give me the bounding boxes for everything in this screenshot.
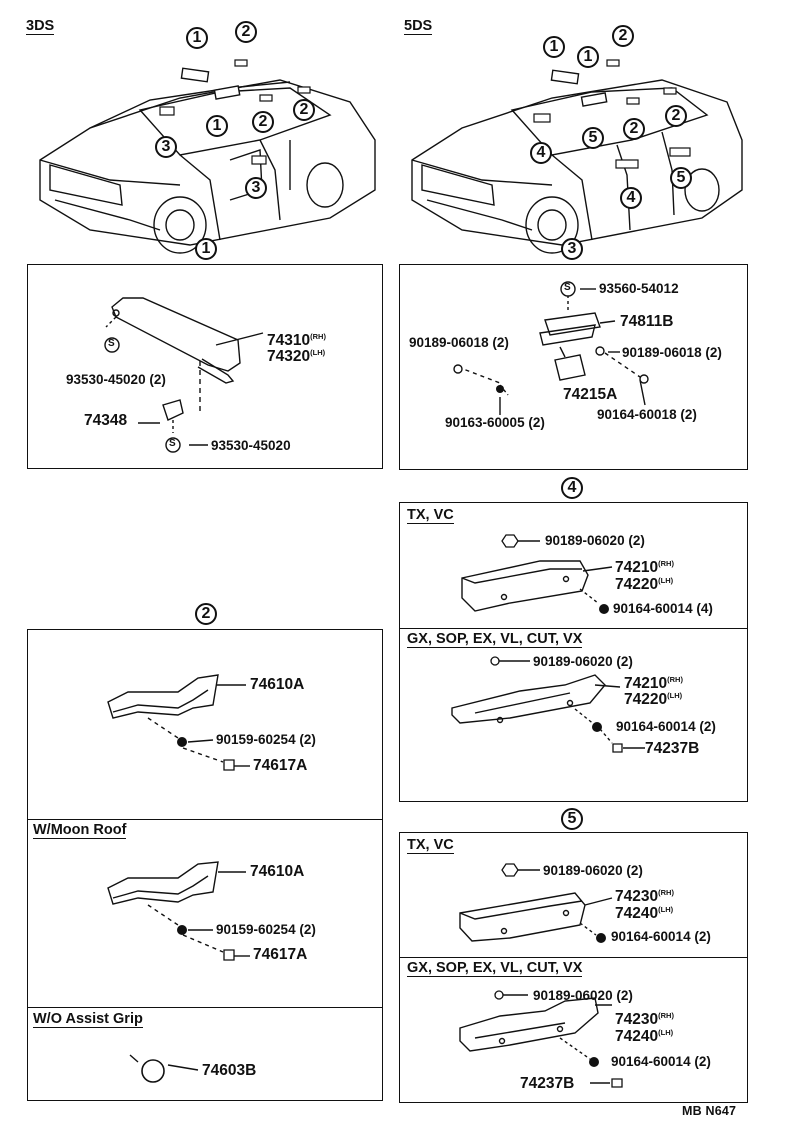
part-number-nut: 90189-06018 (2) bbox=[409, 335, 509, 350]
callout-1: 1 bbox=[186, 27, 208, 49]
callout-2: 2 bbox=[235, 21, 257, 43]
callout-3: 3 bbox=[155, 136, 177, 158]
callout-4: 4 bbox=[620, 187, 642, 209]
variant-label: TX, VC bbox=[407, 837, 454, 854]
callout-1: 1 bbox=[577, 46, 599, 68]
divider bbox=[28, 1007, 382, 1008]
car-5ds-illustration bbox=[411, 59, 743, 254]
group-key-5: 5 bbox=[561, 808, 583, 830]
part-number-armrest-lh: 74240(LH) bbox=[615, 1028, 674, 1045]
part-number-cover: 74617A bbox=[253, 757, 308, 774]
part-number-plug: 74603B bbox=[202, 1062, 257, 1079]
diagram-code: MB N647 bbox=[682, 1104, 737, 1118]
part-number-screw: 93530-45020 bbox=[211, 438, 291, 453]
s-mark: S bbox=[564, 282, 571, 293]
part-number-nut: 90189-06020 (2) bbox=[545, 533, 645, 548]
callout-2: 2 bbox=[293, 99, 315, 121]
group-4-panel: TX, VC GX, SOP, EX, VL, CUT, VX 90189-06 bbox=[399, 502, 748, 802]
callout-1: 1 bbox=[543, 36, 565, 58]
part-number-screw: 90164-60014 (2) bbox=[616, 719, 716, 734]
part-number-bolt: 90163-60005 (2) bbox=[445, 415, 545, 430]
part-number-sunvisor-rh: 74310(RH) bbox=[267, 332, 326, 349]
s-mark: S bbox=[108, 338, 115, 349]
part-number-armrest-rh: 74210(RH) bbox=[624, 675, 683, 692]
model-label-3ds: 3DS bbox=[26, 18, 55, 35]
part-number-assist-grip: 74610A bbox=[250, 863, 305, 880]
armrest-drawing bbox=[451, 534, 645, 753]
group-2-panel: W/Moon Roof W/O Assist Grip 74610A 901 bbox=[27, 629, 383, 1101]
part-number-bracket: 74215A bbox=[563, 386, 618, 403]
part-number-nut: 90189-06018 (2) bbox=[622, 345, 722, 360]
callout-5: 5 bbox=[670, 167, 692, 189]
divider bbox=[400, 957, 747, 958]
part-number-screw: 93530-45020 (2) bbox=[66, 372, 166, 387]
car-3ds-illustration bbox=[39, 59, 376, 254]
part-number-armrest-rh: 74210(RH) bbox=[615, 559, 674, 576]
group-key-3: 3 bbox=[561, 238, 583, 260]
part-number-cap: 74237B bbox=[520, 1075, 575, 1092]
part-number-screw: 90159-60254 (2) bbox=[216, 922, 316, 937]
part-number-armrest-lh: 74220(LH) bbox=[615, 576, 674, 593]
sunvisor-drawing bbox=[104, 297, 264, 453]
part-number-assist-grip: 74610A bbox=[250, 676, 305, 693]
part-number-screw: 90164-60014 (2) bbox=[611, 1054, 711, 1069]
part-number-screw: 93560-54012 bbox=[599, 281, 679, 296]
group-5-panel: TX, VC GX, SOP, EX, VL, CUT, VX 90189-06… bbox=[399, 832, 748, 1103]
variant-label: GX, SOP, EX, VL, CUT, VX bbox=[407, 960, 583, 977]
group-3-panel: S 93560-54012 74811B 90189-06018 (2) 901… bbox=[399, 264, 748, 470]
variant-label: W/O Assist Grip bbox=[33, 1011, 143, 1028]
callout-1: 1 bbox=[206, 115, 228, 137]
part-number-nut: 90189-06020 (2) bbox=[533, 654, 633, 669]
variant-label: TX, VC bbox=[407, 507, 454, 524]
part-number-screw: 90164-60014 (2) bbox=[611, 929, 711, 944]
part-number-cap: 74237B bbox=[645, 740, 700, 757]
part-number-armrest-rh: 74230(RH) bbox=[615, 1011, 674, 1028]
part-number-nut: 90189-06020 (2) bbox=[533, 988, 633, 1003]
divider bbox=[28, 819, 382, 820]
armrest-drawing bbox=[459, 863, 623, 1088]
part-number-room-lamp: 74811B bbox=[620, 313, 674, 330]
callout-5: 5 bbox=[582, 127, 604, 149]
model-label-5ds: 5DS bbox=[404, 18, 433, 35]
part-number-holder: 74348 bbox=[84, 412, 128, 429]
part-number-screw: 90159-60254 (2) bbox=[216, 732, 316, 747]
part-number-cover: 74617A bbox=[253, 946, 308, 963]
callout-2: 2 bbox=[623, 118, 645, 140]
group-1-panel: S S 74310(RH) 74320(LH) 93530-45020 (2) … bbox=[27, 264, 383, 469]
part-number-bolt: 90164-60018 (2) bbox=[597, 407, 697, 422]
variant-label: W/Moon Roof bbox=[33, 822, 127, 839]
s-mark: S bbox=[169, 438, 176, 449]
callout-4: 4 bbox=[530, 142, 552, 164]
part-number-nut: 90189-06020 (2) bbox=[543, 863, 643, 878]
part-number-armrest-rh: 74230(RH) bbox=[615, 888, 674, 905]
callout-3: 3 bbox=[245, 177, 267, 199]
group-key-1: 1 bbox=[195, 238, 217, 260]
callout-2: 2 bbox=[612, 25, 634, 47]
part-number-armrest-lh: 74240(LH) bbox=[615, 905, 674, 922]
callout-2: 2 bbox=[665, 105, 687, 127]
group-key-2: 2 bbox=[195, 603, 217, 625]
part-number-armrest-lh: 74220(LH) bbox=[624, 691, 683, 708]
group-key-4: 4 bbox=[561, 477, 583, 499]
assist-grip-drawing bbox=[107, 674, 250, 1083]
room-lamp-drawing bbox=[453, 281, 649, 415]
part-number-screw: 90164-60014 (4) bbox=[613, 601, 713, 616]
part-number-sunvisor-lh: 74320(LH) bbox=[267, 348, 326, 365]
variant-label: GX, SOP, EX, VL, CUT, VX bbox=[407, 631, 583, 648]
callout-2: 2 bbox=[252, 111, 274, 133]
divider bbox=[400, 628, 747, 629]
